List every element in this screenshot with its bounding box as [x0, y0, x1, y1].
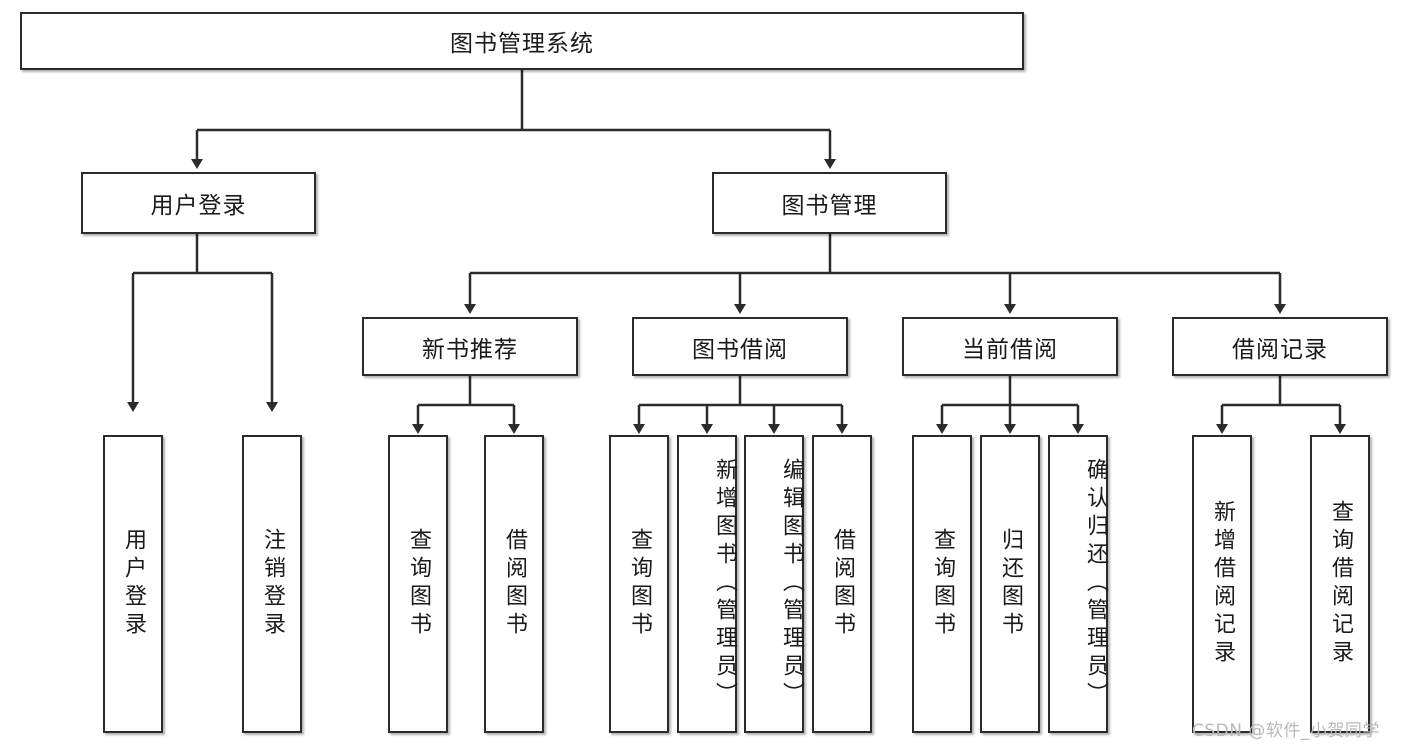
node-label: 查询图书 [627, 528, 652, 640]
node-new-book-recommend[interactable]: 新书推荐 [362, 317, 578, 376]
node-label: 用户登录 [121, 528, 146, 640]
leaf-record-query-record[interactable]: 查询借阅记录 [1310, 435, 1370, 733]
node-label: 图书管理 [781, 193, 878, 219]
node-label: 借阅图书 [502, 528, 527, 640]
node-label: 注销登录 [260, 528, 285, 640]
node-label: 确认归还（管理员） [1083, 458, 1108, 710]
leaf-record-add-record[interactable]: 新增借阅记录 [1192, 435, 1252, 733]
leaf-current-confirm-return[interactable]: 确认归还（管理员） [1048, 435, 1108, 733]
node-label: 新书推荐 [422, 336, 518, 363]
node-label: 查询图书 [406, 528, 431, 640]
leaf-borrow-add-book[interactable]: 新增图书（管理员） [677, 435, 737, 733]
node-label: 借阅图书 [830, 528, 855, 640]
leaf-borrow-borrow-book[interactable]: 借阅图书 [812, 435, 872, 733]
node-borrow-record[interactable]: 借阅记录 [1172, 317, 1388, 376]
node-label: 当前借阅 [962, 336, 1058, 363]
leaf-newbook-borrow-book[interactable]: 借阅图书 [484, 435, 544, 733]
csdn-watermark: CSDN @软件_小贺同学 [1192, 721, 1380, 741]
node-label: 查询图书 [930, 528, 955, 640]
leaf-borrow-query-book[interactable]: 查询图书 [609, 435, 669, 733]
node-label: 归还图书 [998, 528, 1023, 640]
node-book-borrow[interactable]: 图书借阅 [632, 317, 848, 376]
node-label: 用户登录 [150, 193, 247, 219]
leaf-newbook-query-book[interactable]: 查询图书 [388, 435, 448, 733]
leaf-current-return-book[interactable]: 归还图书 [980, 435, 1040, 733]
node-label: 借阅记录 [1232, 336, 1328, 363]
node-label: 编辑图书（管理员） [779, 458, 804, 710]
node-root[interactable]: 图书管理系统 [20, 12, 1024, 70]
leaf-user-login[interactable]: 用户登录 [103, 435, 163, 733]
node-label: 新增图书（管理员） [712, 458, 737, 710]
node-label: 新增借阅记录 [1210, 500, 1235, 668]
leaf-user-logout[interactable]: 注销登录 [242, 435, 302, 733]
node-label: 查询借阅记录 [1328, 500, 1353, 668]
leaf-borrow-edit-book[interactable]: 编辑图书（管理员） [744, 435, 804, 733]
leaf-current-query-book[interactable]: 查询图书 [912, 435, 972, 733]
node-current-borrow[interactable]: 当前借阅 [902, 317, 1118, 376]
node-label: 图书管理系统 [450, 31, 594, 57]
node-label: 图书借阅 [692, 336, 788, 363]
node-book-management[interactable]: 图书管理 [712, 172, 947, 234]
node-user-login[interactable]: 用户登录 [81, 172, 316, 234]
